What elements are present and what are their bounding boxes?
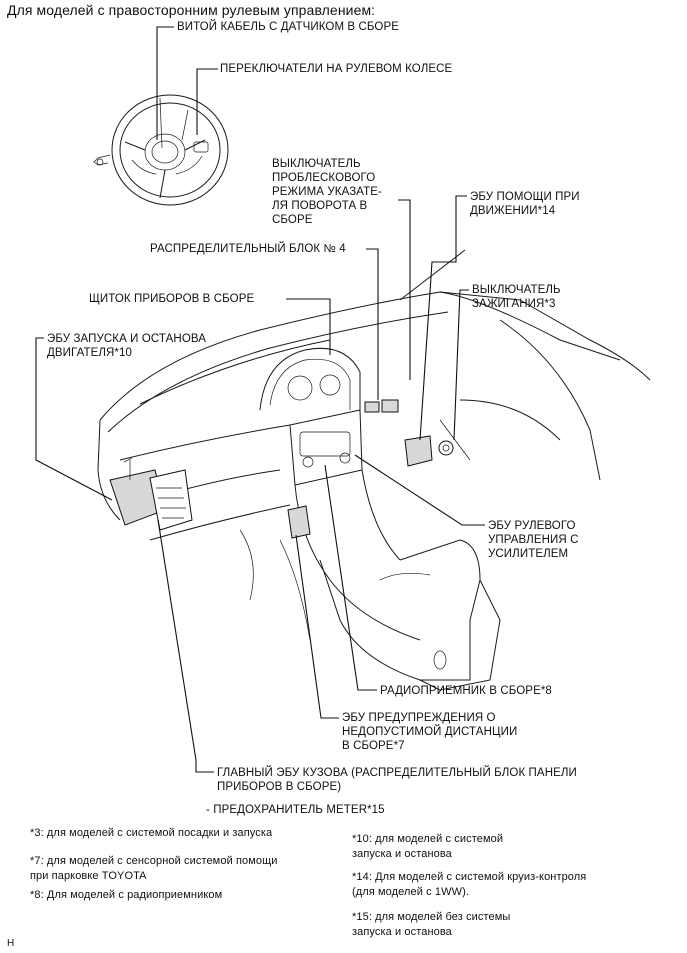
label-combination-meter: ЩИТОК ПРИБОРОВ В СБОРЕ — [89, 293, 255, 305]
dashboard-drawing — [97, 249, 651, 691]
footnote-3: *3: для моделей с системой посадки и зап… — [30, 827, 273, 839]
label-spiral-cable: ВИТОЙ КАБЕЛЬ С ДАТЧИКОМ В СБОРЕ — [177, 21, 400, 33]
label-driving-support-ecu: ЭБУ ПОМОЩИ ПРИ ДВИЖЕНИИ*14 — [470, 191, 580, 217]
figure-code: H — [7, 938, 15, 949]
leader-lines — [35, 26, 485, 773]
steering-wheel-drawing — [93, 94, 229, 206]
footnote-8: *8: Для моделей с радиоприемником — [30, 889, 223, 901]
label-radio-receiver: РАДИОПРИЕМНИК В СБОРЕ*8 — [380, 685, 552, 697]
label-main-body-ecu: ГЛАВНЫЙ ЭБУ КУЗОВА (РАСПРЕДЕЛИТЕЛЬНЫЙ БЛ… — [217, 767, 577, 793]
footnote-15: *15: для моделей без системы запуска и о… — [352, 911, 511, 938]
footnote-14: *14: Для моделей с системой круиз-контро… — [352, 871, 587, 898]
label-hazard-switch: ВЫКЛЮЧАТЕЛЬ ПРОБЛЕСКОВОГО РЕЖИМА УКАЗАТЕ… — [272, 158, 382, 226]
label-engine-start-stop-ecu: ЭБУ ЗАПУСКА И ОСТАНОВА ДВИГАТЕЛЯ*10 — [47, 333, 207, 359]
label-power-steering-ecu: ЭБУ РУЛЕВОГО УПРАВЛЕНИЯ С УСИЛИТЕЛЕМ — [488, 520, 579, 560]
label-clearance-warning-ecu: ЭБУ ПРЕДУПРЕЖДЕНИЯ О НЕДОПУСТИМОЙ ДИСТАН… — [342, 712, 518, 752]
label-junction-block-4: РАСПРЕДЕЛИТЕЛЬНЫЙ БЛОК № 4 — [150, 243, 346, 255]
page-heading: Для моделей с правосторонним рулевым упр… — [7, 2, 376, 18]
label-steering-pad-switches: ПЕРЕКЛЮЧАТЕЛИ НА РУЛЕВОМ КОЛЕСЕ — [220, 63, 453, 75]
footnote-10: *10: для моделей с системой запуска и ос… — [352, 833, 504, 860]
label-ignition-switch: ВЫКЛЮЧАТЕЛЬ ЗАЖИГАНИЯ*3 — [472, 284, 561, 310]
footnote-7: *7: для моделей с сенсорной системой пом… — [30, 855, 278, 882]
label-meter-fuse: - ПРЕДОХРАНИТЕЛЬ METER*15 — [206, 804, 385, 816]
parts-drawing — [109, 399, 454, 539]
